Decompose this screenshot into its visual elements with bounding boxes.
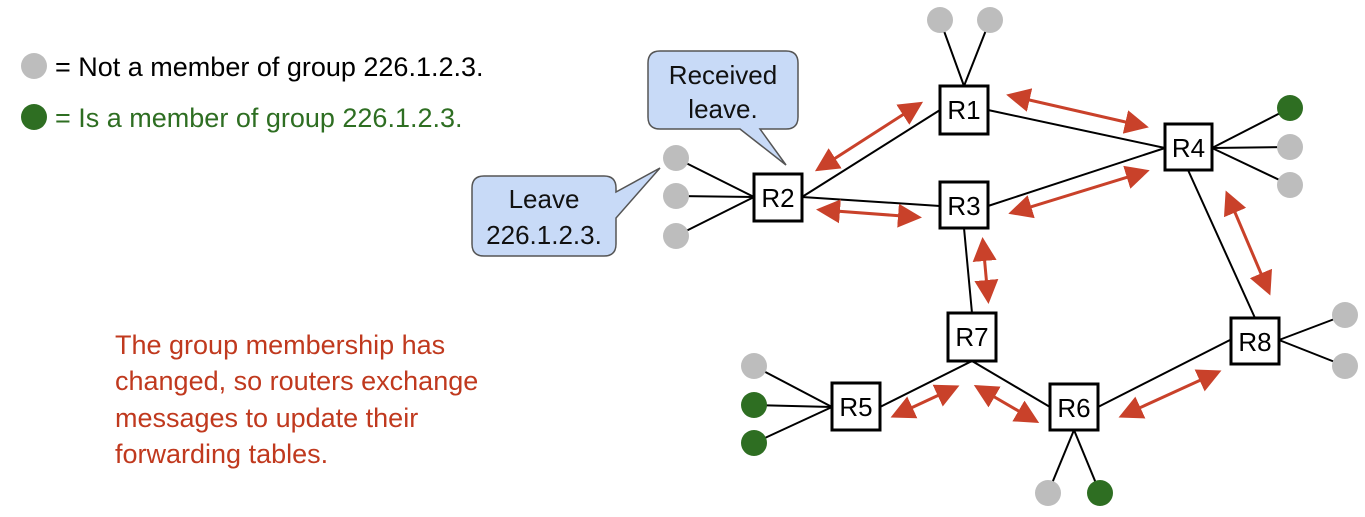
link-r4-r8 (1187, 169, 1256, 319)
router-r6: R6 (1048, 382, 1100, 432)
link-r3-r4 (987, 147, 1166, 207)
arrow-r5-r7 (890, 384, 960, 419)
link-r7-r6 (971, 360, 1051, 408)
host-member (1087, 480, 1113, 506)
host-non-member (1332, 302, 1358, 328)
host-non-member (663, 183, 689, 209)
host-link (753, 365, 833, 408)
host-non-member (663, 223, 689, 249)
router-r3-label: R3 (947, 191, 980, 221)
arrow-r6-r8 (1118, 369, 1222, 419)
callout-received-line2: leave. (688, 94, 757, 124)
callout-received-leave: Received leave. (647, 50, 799, 166)
host-link (675, 196, 755, 237)
arrow-r3-r7 (972, 237, 999, 304)
legend-member-text: = Is a member of group 226.1.2.3. (55, 103, 463, 133)
router-r2-label: R2 (761, 183, 794, 213)
host-member (741, 392, 767, 418)
hosts (663, 7, 1358, 506)
explanation-note: The group membership has changed, so rou… (115, 330, 478, 469)
router-r8-label: R8 (1238, 327, 1271, 357)
router-r4-label: R4 (1172, 133, 1205, 163)
link-r2-r3 (801, 196, 941, 207)
router-r5: R5 (830, 381, 882, 432)
host-link (1211, 146, 1291, 149)
router-r3: R3 (938, 180, 990, 230)
host-link (1211, 107, 1291, 149)
routers: R1 R2 R3 R4 R5 R6 R7 R8 (752, 84, 1281, 432)
arrow-r7-r6 (973, 384, 1040, 424)
router-r7: R7 (946, 311, 998, 363)
host-member (1277, 95, 1303, 121)
note-line: changed, so routers exchange (115, 366, 478, 396)
arrow-r4-r8 (1224, 190, 1272, 296)
host-link (675, 157, 755, 198)
link-r1-r4 (987, 109, 1166, 149)
router-r5-label: R5 (839, 392, 872, 422)
router-r1-label: R1 (947, 95, 980, 125)
link-r3-r7 (963, 227, 973, 314)
note-line: forwarding tables. (115, 439, 328, 469)
callout-leave-line2: 226.1.2.3. (486, 220, 602, 250)
host-non-member (977, 7, 1003, 33)
legend-non-member-dot (21, 53, 47, 79)
callout-leave-line1: Leave (509, 184, 580, 214)
host-non-member (1277, 172, 1303, 198)
legend-member-dot (21, 104, 47, 130)
host-link (753, 404, 833, 408)
link-r2-r1 (801, 109, 941, 198)
host-non-member (663, 145, 689, 171)
arrow-r2-r3 (816, 199, 922, 228)
router-r8: R8 (1229, 316, 1281, 366)
host-non-member (1332, 353, 1358, 379)
router-r7-label: R7 (955, 322, 988, 352)
router-r6-label: R6 (1057, 393, 1090, 423)
router-r1: R1 (938, 84, 990, 136)
router-r4: R4 (1163, 122, 1214, 172)
host-non-member (1277, 134, 1303, 160)
router-r2: R2 (752, 172, 804, 223)
legend-non-member-text: = Not a member of group 226.1.2.3. (55, 52, 484, 82)
callout-leave: Leave 226.1.2.3. (471, 167, 661, 257)
message-arrows (814, 88, 1272, 424)
arrow-r1-r4 (1006, 88, 1149, 134)
host-non-member (741, 353, 767, 379)
host-link (1211, 147, 1291, 186)
host-link (675, 195, 755, 198)
callout-received-line1: Received (669, 60, 777, 90)
note-line: messages to update their (115, 403, 418, 433)
host-member (741, 430, 767, 456)
legend: = Not a member of group 226.1.2.3. = Is … (21, 52, 484, 133)
host-non-member (1035, 480, 1061, 506)
arrow-r3-r4 (1008, 165, 1150, 219)
host-non-member (927, 7, 953, 33)
note-line: The group membership has (115, 330, 445, 360)
host-link (753, 406, 833, 444)
arrow-r1-r2 (814, 101, 924, 172)
